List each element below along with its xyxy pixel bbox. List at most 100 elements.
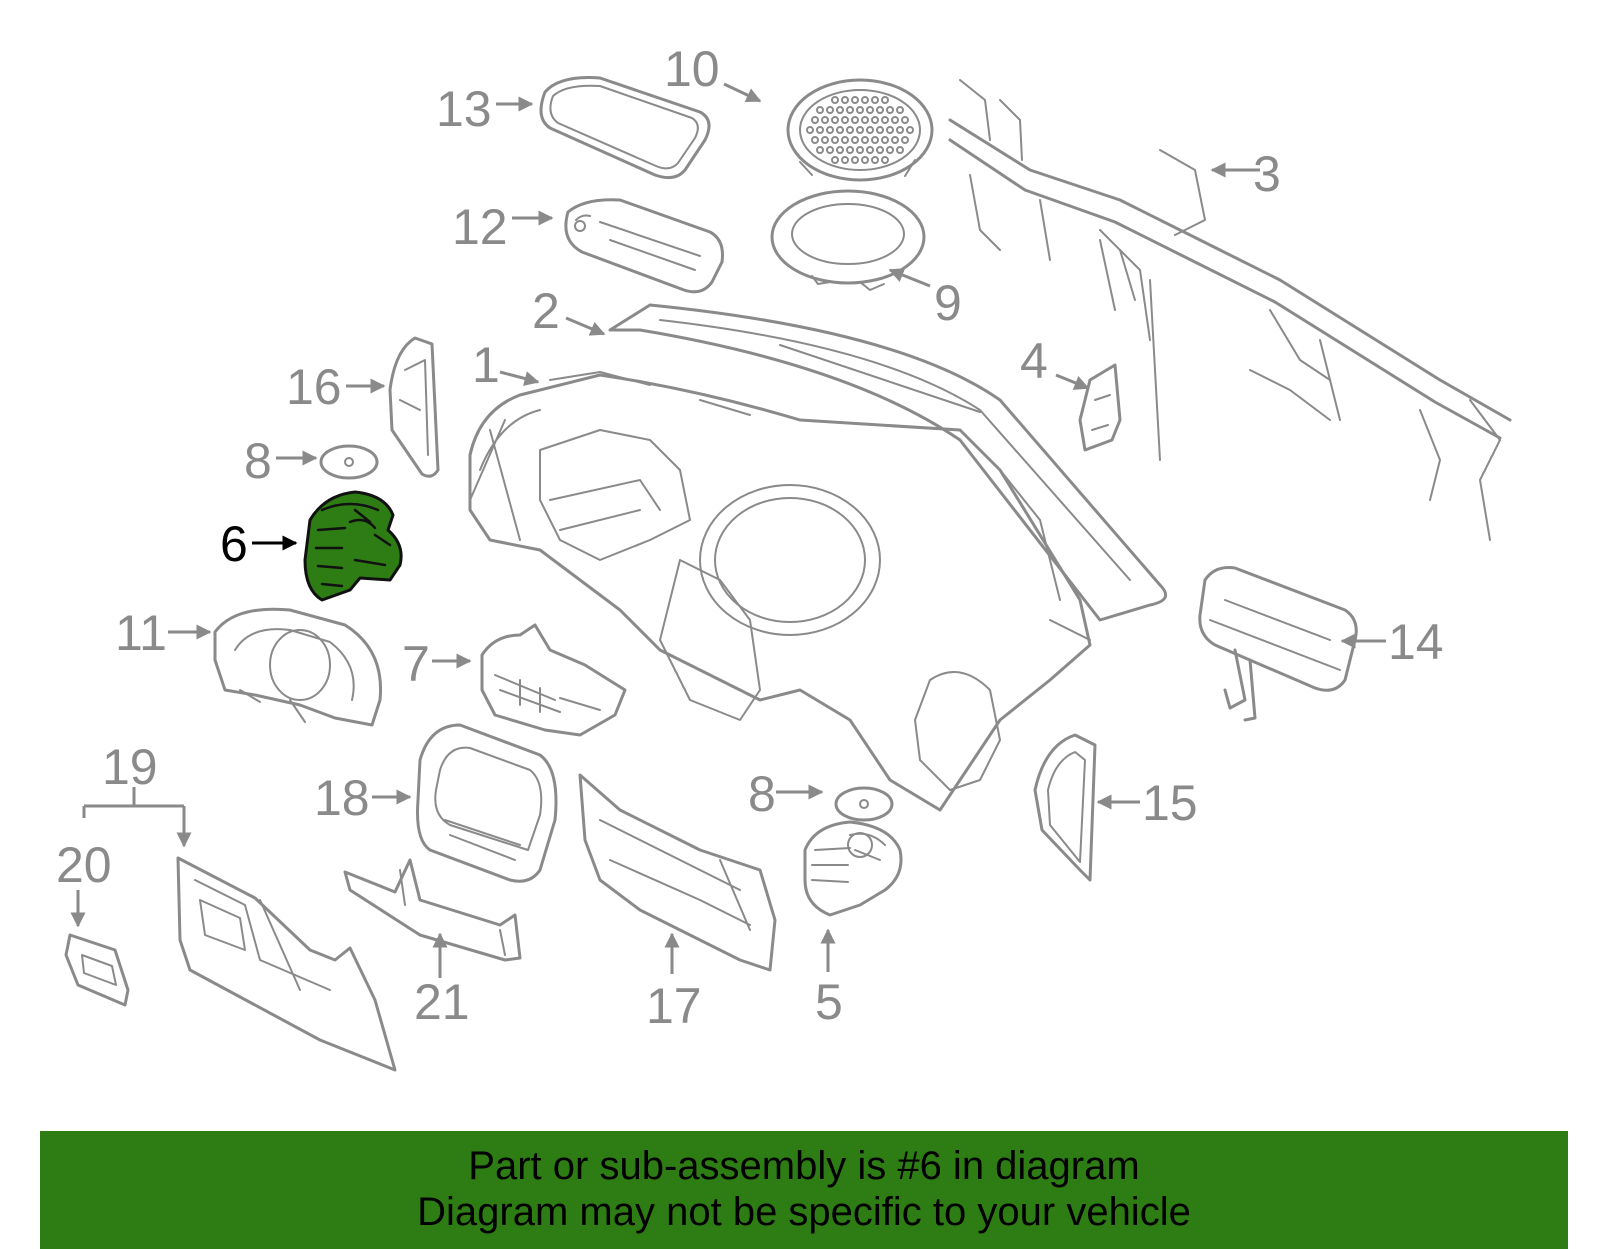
callout-1: 1 [472, 337, 500, 393]
grille-hole [816, 146, 824, 154]
callout-17: 17 [646, 978, 702, 1034]
grille-hole [861, 96, 869, 104]
grille-hole [806, 126, 814, 134]
callout-15: 15 [1142, 775, 1198, 831]
grille-hole [851, 96, 859, 104]
grille-hole [886, 126, 894, 134]
grille-hole [876, 146, 884, 154]
grille-hole [821, 116, 829, 124]
grille-hole [831, 96, 839, 104]
callout-8-lower: 8 [748, 766, 776, 822]
grille-hole [816, 106, 824, 114]
grille-hole [856, 106, 864, 114]
banner-line-2: Diagram may not be specific to your vehi… [417, 1190, 1191, 1234]
grille-hole [871, 136, 879, 144]
part-2-pad [608, 303, 1168, 622]
part-10-grille [786, 78, 934, 182]
grille-hole [881, 96, 889, 104]
callout-19: 19 [102, 739, 158, 795]
grille-hole [826, 106, 834, 114]
callout-5: 5 [815, 974, 843, 1030]
grille-hole [886, 146, 894, 154]
grille-hole [851, 136, 859, 144]
part-3-beam [948, 79, 1512, 541]
part-19-lower-cover [176, 856, 397, 1072]
grille-hole [851, 156, 859, 164]
part-15-cover [1033, 733, 1097, 882]
grille-hole [841, 116, 849, 124]
grille-hole [836, 106, 844, 114]
part-1-panel [468, 371, 1092, 812]
leader-lines [70, 82, 1386, 978]
callout-4: 4 [1020, 333, 1048, 389]
grille-hole [881, 156, 889, 164]
grille-hole [841, 136, 849, 144]
grille-hole [811, 116, 819, 124]
part-13-panel [539, 76, 711, 180]
banner-line-1: Part or sub-assembly is #6 in diagram [468, 1144, 1140, 1188]
grille-hole [906, 126, 914, 134]
grille-hole [866, 146, 874, 154]
callout-numbers: 13 10 12 3 9 2 1 4 16 8 6 11 7 14 19 18 … [56, 41, 1444, 1034]
part-4-bracket [1078, 363, 1122, 452]
callout-6: 6 [220, 516, 248, 572]
callout-18: 18 [314, 770, 370, 826]
grille-hole [841, 156, 849, 164]
grille-hole [811, 136, 819, 144]
grille-hole [891, 136, 899, 144]
grille-hole [896, 126, 904, 134]
grille-hole [871, 116, 879, 124]
grille-hole [831, 116, 839, 124]
grille-hole [826, 126, 834, 134]
grille-hole [881, 136, 889, 144]
part-20-small-cover [64, 933, 130, 1007]
callout-20: 20 [56, 837, 112, 893]
grille-hole [846, 126, 854, 134]
part-7-center-vent [480, 623, 627, 737]
grille-hole [846, 146, 854, 154]
grille-hole [871, 156, 879, 164]
callout-12: 12 [452, 199, 508, 255]
part-18-bezel [416, 723, 558, 883]
grille-hole [856, 126, 864, 134]
grille-hole [836, 146, 844, 154]
grille-hole [861, 156, 869, 164]
grille-hole [861, 136, 869, 144]
grille-hole [846, 106, 854, 114]
grille-hole [871, 96, 879, 104]
part-8-clip-lower [834, 786, 894, 822]
grille-hole [876, 106, 884, 114]
callout-2: 2 [532, 283, 560, 339]
callout-9: 9 [934, 275, 962, 331]
grille-hole [861, 116, 869, 124]
grille-hole [821, 136, 829, 144]
callout-7: 7 [402, 636, 430, 692]
callout-10: 10 [664, 41, 720, 97]
grille-hole [886, 106, 894, 114]
callout-3: 3 [1253, 146, 1281, 202]
part-17-lower-panel [578, 773, 777, 972]
part-9-ring [770, 189, 926, 291]
callout-14: 14 [1388, 614, 1444, 670]
grille-hole [851, 116, 859, 124]
grille-hole [896, 106, 904, 114]
grille-hole [831, 136, 839, 144]
callout-21: 21 [414, 974, 470, 1030]
grille-hole [866, 126, 874, 134]
callout-13: 13 [436, 81, 492, 137]
info-banner: Part or sub-assembly is #6 in diagram Di… [40, 1131, 1568, 1249]
grille-hole [831, 156, 839, 164]
part-11-hood [213, 607, 383, 727]
grille-hole [896, 146, 904, 154]
callout-16: 16 [286, 359, 342, 415]
grille-hole [836, 126, 844, 134]
part-8-clip-upper [319, 444, 379, 480]
grille-hole [826, 146, 834, 154]
grille-hole [841, 96, 849, 104]
part-16-vent [388, 336, 440, 478]
callout-11: 11 [115, 605, 167, 661]
grille-hole [901, 116, 909, 124]
grille-hole [866, 106, 874, 114]
grille-hole [891, 116, 899, 124]
